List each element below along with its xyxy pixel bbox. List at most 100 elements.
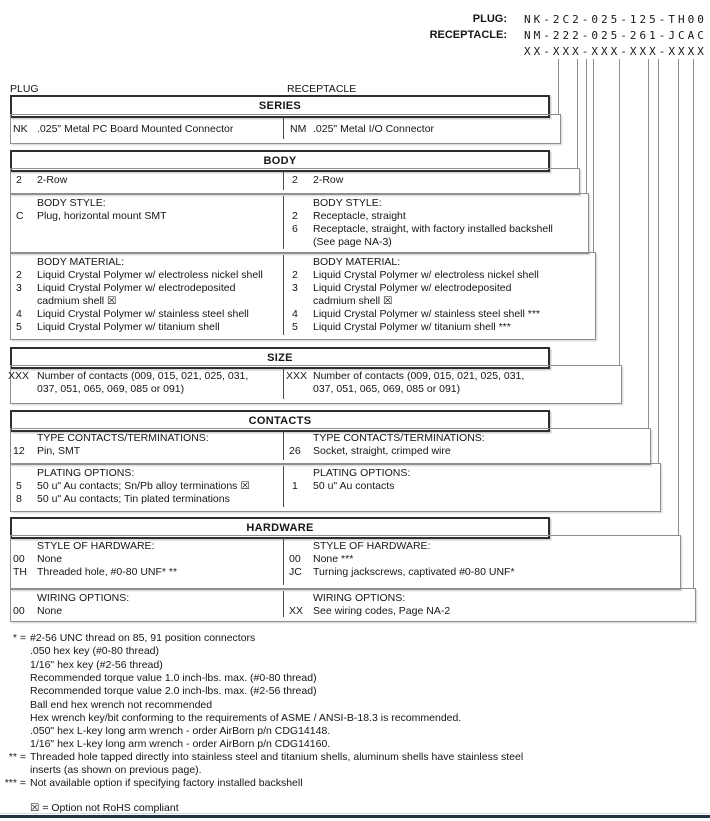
- hw-left-code-th: TH: [13, 566, 27, 578]
- mat-right-code-5: 5: [292, 321, 298, 333]
- mat-right-code-3: 3: [292, 282, 298, 294]
- dropline-series: [558, 59, 559, 114]
- body-material-label-right: BODY MATERIAL:: [313, 256, 401, 268]
- body-style-box: [10, 193, 589, 254]
- receptacle-column-header: RECEPTACLE: [287, 83, 357, 95]
- contact-type-label-left: TYPE CONTACTS/TERMINATIONS:: [37, 432, 209, 444]
- plating-label-left: PLATING OPTIONS:: [37, 467, 135, 479]
- size-left-desc2: 037, 051, 065, 069, 085 or 091): [37, 383, 185, 395]
- mat-left-desc-2: Liquid Crystal Polymer w/ electroless ni…: [37, 269, 263, 281]
- hardware-style-label-left: STYLE OF HARDWARE:: [37, 540, 155, 552]
- plating-right-code-1: 1: [292, 480, 298, 492]
- series-right-code: NM: [290, 123, 307, 135]
- wiring-label-right: WIRING OPTIONS:: [313, 592, 406, 604]
- footnote-star-line-3: Recommended torque value 1.0 inch-lbs. m…: [30, 672, 317, 684]
- size-left-code: XXX: [8, 370, 30, 382]
- series-box: [10, 114, 561, 144]
- dropline-hardware-style: [678, 59, 679, 535]
- dropline-body-style: [586, 59, 587, 193]
- series-left-desc: .025" Metal PC Board Mounted Connector: [37, 123, 234, 135]
- contact-type-left-desc: Pin, SMT: [37, 445, 81, 457]
- plug-pn-value: NK-2C2-025-125-TH00: [524, 13, 707, 26]
- body-rows-box: [10, 168, 580, 195]
- dropline-body-material: [593, 59, 594, 252]
- hw-right-desc-jc: Turning jackscrews, captivated #0-80 UNF…: [313, 566, 515, 578]
- body-style-right-code-2: 2: [292, 210, 298, 222]
- mat-right-desc-2: Liquid Crystal Polymer w/ electroless ni…: [313, 269, 539, 281]
- hardware-header: HARDWARE: [10, 517, 550, 539]
- size-right-code: XXX: [286, 370, 308, 382]
- mat-right-code-2: 2: [292, 269, 298, 281]
- body-rows-left-desc: 2-Row: [37, 174, 68, 186]
- footnote-star-line-2: 1/16" hex key (#2-56 thread): [30, 659, 163, 671]
- size-box: [10, 365, 622, 404]
- hw-right-code-00: 00: [289, 553, 301, 565]
- hardware-style-label-right: STYLE OF HARDWARE:: [313, 540, 431, 552]
- hw-left-desc-th: Threaded hole, #0-80 UNF* **: [37, 566, 178, 578]
- dropline-plating: [658, 59, 659, 463]
- series-right-desc: .025" Metal I/O Connector: [313, 123, 435, 135]
- body-style-left-code: C: [16, 210, 24, 222]
- footnote-star-marker: * =: [12, 632, 26, 644]
- plating-divider: [283, 466, 284, 507]
- footnote-star-line-4: Recommended torque value 2.0 inch-lbs. m…: [30, 685, 317, 697]
- wiring-right-desc: See wiring codes, Page NA-2: [313, 605, 451, 617]
- dropline-size: [619, 59, 620, 365]
- footnote-star-line-7: .050" hex L-key long arm wrench - order …: [30, 725, 331, 737]
- footnote-triplestar-marker: *** =: [4, 777, 26, 789]
- mat-left-code-2: 2: [16, 269, 22, 281]
- footnote-triplestar-line: Not available option if specifying facto…: [30, 777, 303, 789]
- wiring-right-code: XX: [289, 605, 304, 617]
- dropline-contact-type: [648, 59, 649, 428]
- body-style-right-desc-2: Receptacle, straight: [313, 210, 406, 222]
- bottom-light-rule: [0, 813, 710, 814]
- contact-type-left-code: 12: [13, 445, 25, 457]
- mat-left-code-5: 5: [16, 321, 22, 333]
- hw-left-code-00: 00: [13, 553, 25, 565]
- plating-left-desc-8: 50 u" Au contacts; Tin plated terminatio…: [37, 493, 230, 505]
- body-header: BODY: [10, 150, 550, 172]
- dropline-rows: [577, 59, 578, 168]
- contact-type-divider: [283, 431, 284, 460]
- size-right-desc2: 037, 051, 065, 069, 085 or 091): [313, 383, 461, 395]
- footnote-star-line-1: .050 hex key (#0-80 thread): [30, 645, 159, 657]
- footnote-star-line-0: #2-56 UNC thread on 85, 91 position conn…: [30, 632, 256, 644]
- body-style-left-desc: Plug, horizontal mount SMT: [37, 210, 167, 222]
- mat-right-desc-3: Liquid Crystal Polymer w/ electrodeposit…: [313, 282, 512, 294]
- mat-left-code-4: 4: [16, 308, 22, 320]
- size-header: SIZE: [10, 347, 550, 369]
- plating-box: [10, 463, 661, 512]
- size-divider: [283, 368, 284, 399]
- contact-type-box: [10, 428, 651, 465]
- rohs-note: ☒ = Option not RoHS compliant: [30, 802, 179, 814]
- wiring-box: [10, 588, 696, 622]
- series-left-code: NK: [13, 123, 28, 135]
- wiring-label-left: WIRING OPTIONS:: [37, 592, 130, 604]
- body-rows-left-code: 2: [16, 174, 22, 186]
- footnote-star-line-8: 1/16" hex L-key long arm wrench - order …: [30, 738, 331, 750]
- contact-type-right-code: 26: [289, 445, 301, 457]
- contact-type-right-desc: Socket, straight, crimped wire: [313, 445, 451, 457]
- pn-pattern: XX-XXX-XXX-XXX-XXXX: [524, 45, 707, 58]
- body-material-divider: [283, 255, 284, 335]
- mat-right-desc-4: Liquid Crystal Polymer w/ stainless stee…: [313, 308, 541, 320]
- plug-column-header: PLUG: [10, 83, 39, 95]
- size-left-desc1: Number of contacts (009, 015, 021, 025, …: [37, 370, 249, 382]
- mat-left-code-3: 3: [16, 282, 22, 294]
- wiring-left-desc: None: [37, 605, 63, 617]
- mat-right-code-4: 4: [292, 308, 298, 320]
- body-material-box: [10, 252, 596, 340]
- body-style-right-code-6: 6: [292, 223, 298, 235]
- size-right-desc1: Number of contacts (009, 015, 021, 025, …: [313, 370, 525, 382]
- contact-type-label-right: TYPE CONTACTS/TERMINATIONS:: [313, 432, 485, 444]
- hw-right-desc-00: None ***: [313, 553, 354, 565]
- hardware-style-divider: [283, 538, 284, 585]
- plug-pn-label: PLUG:: [472, 13, 507, 25]
- body-style-label-left: BODY STYLE:: [37, 197, 106, 209]
- footnote-star-line-6: Hex wrench key/bit conforming to the req…: [30, 712, 462, 724]
- body-rows-right-code: 2: [292, 174, 298, 186]
- body-style-divider: [283, 196, 284, 249]
- footnote-star-line-5: Ball end hex wrench not recommended: [30, 699, 213, 711]
- mat-left-desc-3: Liquid Crystal Polymer w/ electrodeposit…: [37, 282, 236, 294]
- hardware-style-box: [10, 535, 681, 590]
